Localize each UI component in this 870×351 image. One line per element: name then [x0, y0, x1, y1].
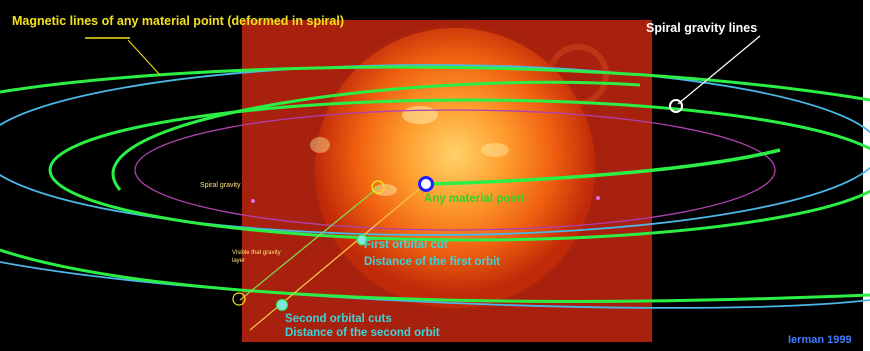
- orbit-cut-marker-first: [356, 234, 368, 246]
- lower-cut-marker: [232, 292, 246, 306]
- green-orbit-top: [0, 65, 870, 102]
- first-distance-label: Distance of the first orbit: [364, 256, 501, 268]
- title-label: Magnetic lines of any material point (de…: [12, 14, 345, 28]
- title-pointer: [127, 39, 161, 76]
- magenta-point: [596, 196, 600, 200]
- small-cut-marker: [371, 180, 385, 194]
- spiral-gravity-small-label: Spiral gravity: [200, 182, 241, 189]
- gravity-pointer: [677, 35, 761, 105]
- material-point-marker: [418, 176, 434, 192]
- sun-spot: [373, 184, 397, 196]
- green-orbit-arc: [111, 80, 641, 191]
- second-cuts-label: Second orbital cuts: [285, 313, 392, 325]
- sun-spot: [402, 106, 438, 124]
- first-cut-label: First orbital cut: [364, 239, 448, 251]
- sun-spot: [481, 143, 509, 157]
- green-orbit-bottom: [0, 248, 870, 303]
- visible-layer-label: Visible that gravity layer: [232, 250, 281, 264]
- any-point-label: Any material point: [424, 193, 525, 205]
- green-orbit-first: [48, 98, 870, 242]
- second-distance-label: Distance of the second orbit: [285, 327, 440, 339]
- magenta-point: [251, 199, 255, 203]
- credit-label: Ierman 1999: [788, 334, 852, 346]
- guide-line-green: [239, 185, 381, 301]
- cyan-orbit-outer: [0, 261, 870, 309]
- right-edge: [863, 0, 870, 351]
- gravity-line-marker: [669, 99, 683, 113]
- cyan-orbit-inner: [0, 64, 870, 236]
- magenta-orbit: [134, 109, 776, 231]
- sun-spot: [310, 137, 330, 153]
- orbit-cut-marker-second: [276, 299, 288, 311]
- spiral-gravity-label: Spiral gravity lines: [646, 21, 758, 35]
- green-spiral-start: [429, 148, 781, 186]
